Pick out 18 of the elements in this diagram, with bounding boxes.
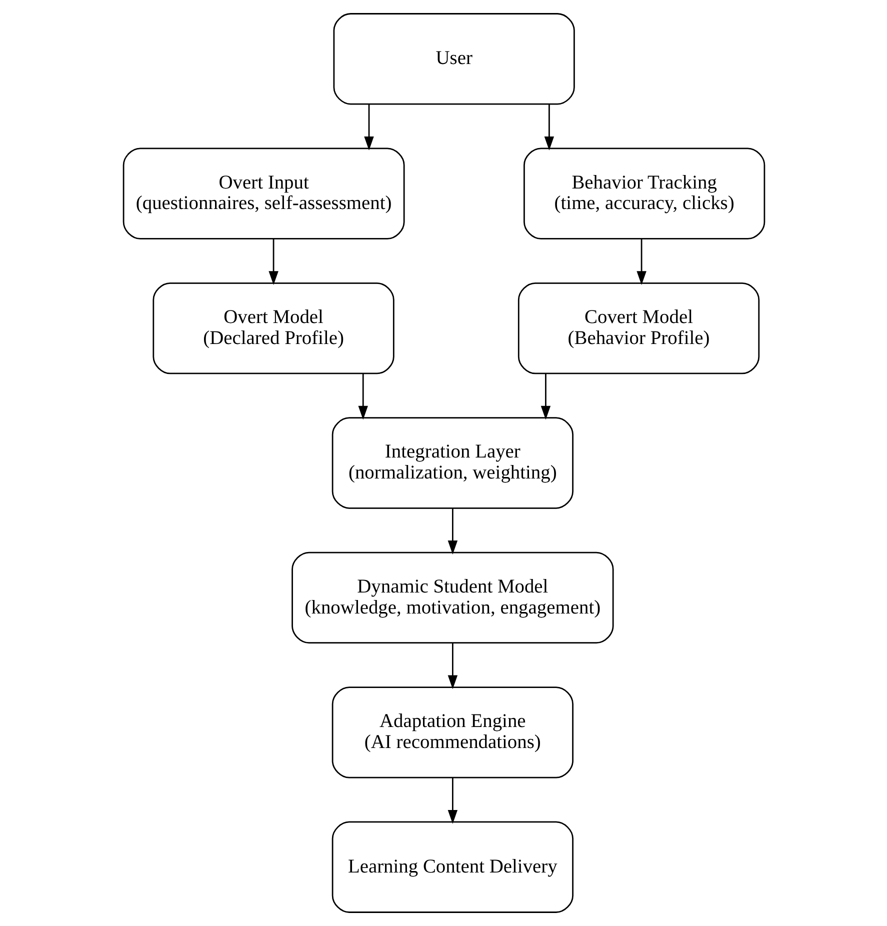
arrow [540,374,550,420]
node-box: Learning Content Delivery [331,821,573,913]
node-box: Overt Input (questionnaires, self-assessment) [122,148,404,240]
node-box: Behavior Tracking (time, accuracy, clicks) [523,148,765,240]
arrow [636,238,646,286]
node-box: Covert Model (Behavior Profile) [517,282,760,374]
node-box: Dynamic Student Model (knowledge, motivation, engagement) [291,552,614,644]
arrow [447,508,458,554]
node-box: Integration Layer (normalization, weighting) [331,417,573,509]
node-box: Adaptation Engine (AI recommendations) [331,686,573,778]
arrow [447,642,458,690]
node-box: User [332,13,574,105]
arrow [358,374,368,420]
arrow [447,778,458,824]
arrow [268,238,278,286]
arrow [544,104,554,150]
node-box: Overt Model (Declared Profile) [152,282,394,374]
arrow [364,104,374,150]
